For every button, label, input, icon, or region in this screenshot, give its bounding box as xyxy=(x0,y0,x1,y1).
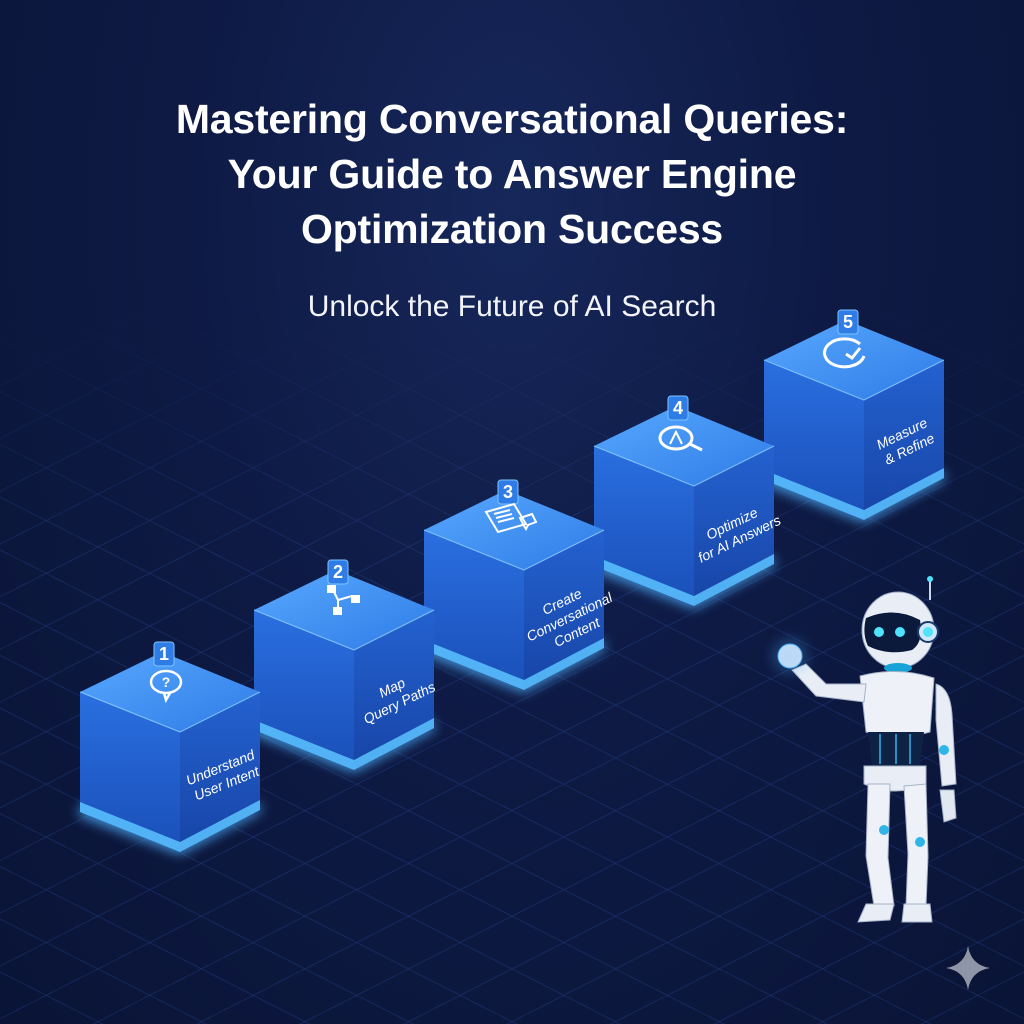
subtitle: Unlock the Future of AI Search xyxy=(307,290,717,323)
step-1: 1 ? Understand User Intent xyxy=(80,641,262,854)
flowchart-hierarchy-icon xyxy=(327,585,360,615)
sparkle-icon xyxy=(946,946,990,990)
title-line-2: Your Guide to Answer Engine xyxy=(227,151,797,197)
svg-text:?: ? xyxy=(162,674,171,690)
step-5: 5 Measure & Refine xyxy=(764,309,944,522)
step-number: 1 xyxy=(159,644,169,664)
step-4: 4 Optimize for AI Answers xyxy=(594,395,783,608)
ai-magnify-icon xyxy=(658,425,703,452)
step-number: 4 xyxy=(673,398,683,418)
question-chat-bubble-icon: ? xyxy=(149,669,183,704)
step-3: 3 Create Conversational Content xyxy=(424,479,616,692)
robot-illustration xyxy=(772,576,957,923)
refresh-check-icon xyxy=(823,337,866,369)
step-number: 2 xyxy=(333,562,343,582)
step-number: 3 xyxy=(503,482,513,502)
step-2: 2 Map Query Paths xyxy=(254,559,438,772)
page-title: Mastering Conversational Queries: Your G… xyxy=(0,92,1024,257)
title-line-3: Optimization Success xyxy=(300,206,724,252)
document-chat-icon xyxy=(484,502,538,534)
step-number: 5 xyxy=(843,312,853,332)
title-line-1: Mastering Conversational Queries: xyxy=(175,96,849,142)
